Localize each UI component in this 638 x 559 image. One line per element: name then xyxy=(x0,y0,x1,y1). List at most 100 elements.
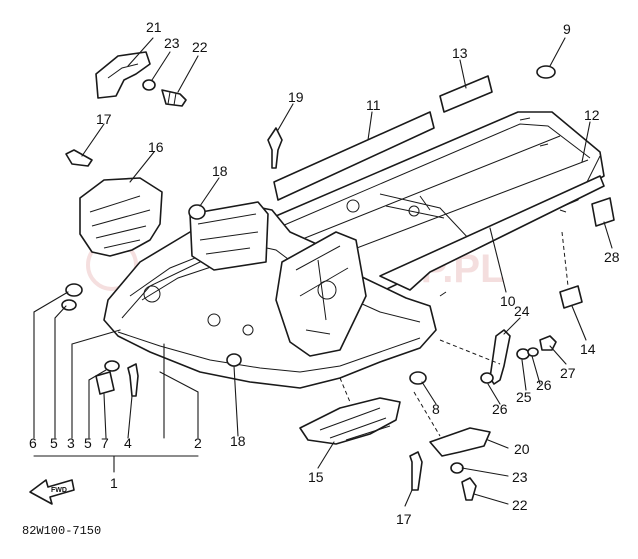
tower-boss xyxy=(317,280,337,300)
leader-17b xyxy=(404,489,413,507)
label-7: 7 xyxy=(101,435,109,451)
label-13: 13 xyxy=(452,45,468,61)
cradle-inner-line xyxy=(121,243,421,323)
callouts: 21 23 22 9 13 11 12 19 17 16 18 28 10 24… xyxy=(29,19,620,527)
fwd-arrow: FWD xyxy=(29,479,75,505)
deck-inner-edge xyxy=(281,123,591,227)
leader-lines xyxy=(33,37,613,507)
leader-12 xyxy=(581,121,591,163)
label-21: 21 xyxy=(146,19,162,35)
leader-3 xyxy=(71,329,121,439)
label-5-right: 5 xyxy=(84,435,92,451)
leader-25 xyxy=(521,359,527,391)
upright-detail xyxy=(197,213,259,255)
label-25: 25 xyxy=(516,389,532,405)
part-26-washer-1 xyxy=(480,372,494,384)
part-5b-collar xyxy=(104,360,120,372)
label-6: 6 xyxy=(29,435,37,451)
leader-10 xyxy=(489,227,507,293)
fwd-arrow-label: FWD xyxy=(51,487,67,494)
label-23-low: 23 xyxy=(512,469,528,485)
leader-20 xyxy=(487,439,509,449)
part-27-bolt xyxy=(539,335,557,351)
label-4: 4 xyxy=(124,435,132,451)
dash-to-20 xyxy=(413,391,441,437)
label-16: 16 xyxy=(148,139,164,155)
label-17-top: 17 xyxy=(96,111,112,127)
label-18-top: 18 xyxy=(212,163,228,179)
part-9-grommet xyxy=(536,65,556,79)
diagram-code: 82W100-7150 xyxy=(22,524,101,538)
part-17-bolt-low xyxy=(409,451,423,491)
deck-boss-2 xyxy=(408,205,420,217)
leader-11 xyxy=(367,111,373,141)
label-22-low: 22 xyxy=(512,497,528,513)
leader-26a xyxy=(487,383,501,405)
label-2: 2 xyxy=(194,435,202,451)
part-7-damper xyxy=(95,371,115,395)
frame-central-tower xyxy=(275,231,367,357)
leader-24 xyxy=(503,317,521,335)
deck-crossbar xyxy=(379,193,471,241)
leader-8 xyxy=(421,381,437,405)
part-18-grommet-top xyxy=(188,204,206,220)
part-20-bracket xyxy=(429,427,491,457)
fwd-arrow-shape xyxy=(29,479,75,505)
part-5-collar xyxy=(61,299,77,311)
label-9: 9 xyxy=(563,21,571,37)
cradle-boss-3 xyxy=(242,324,254,336)
part-28-cap xyxy=(591,197,615,227)
part-19-pin xyxy=(267,127,283,169)
leader-18a xyxy=(199,177,220,207)
part-15-undercover xyxy=(299,397,401,445)
part-15-ribs xyxy=(319,407,391,441)
leader-5b xyxy=(88,369,107,439)
label-27: 27 xyxy=(560,365,576,381)
cradle-boss-1 xyxy=(143,285,161,303)
label-28: 28 xyxy=(604,249,620,265)
leader-15 xyxy=(317,441,335,469)
label-19: 19 xyxy=(288,89,304,105)
part-4-bolt xyxy=(127,363,139,397)
group-bracket-1 xyxy=(33,455,199,473)
leader-26b xyxy=(531,355,541,385)
leader-22b xyxy=(473,493,509,505)
label-10: 10 xyxy=(500,293,516,309)
label-5-left: 5 xyxy=(50,435,58,451)
leader-16 xyxy=(129,151,155,183)
label-8: 8 xyxy=(432,401,440,417)
part-21-bracket xyxy=(95,51,151,99)
part-6-cap xyxy=(65,283,83,297)
leader-7 xyxy=(103,393,107,439)
leader-9 xyxy=(549,37,566,67)
label-22-top: 22 xyxy=(192,39,208,55)
label-23-top: 23 xyxy=(164,35,180,51)
part-18-grommet-low xyxy=(226,353,242,367)
part-21-edge xyxy=(107,63,139,79)
leader-2 xyxy=(159,371,199,439)
leader-21 xyxy=(127,37,154,67)
part-8-grommet xyxy=(409,371,427,385)
part-11-decal xyxy=(273,111,435,201)
part-26-washer-2 xyxy=(527,347,539,357)
leader-14 xyxy=(571,305,587,341)
part-25-collar xyxy=(516,348,530,360)
label-14: 14 xyxy=(580,341,596,357)
leader-4 xyxy=(127,395,133,439)
frame xyxy=(103,111,605,389)
part-22-thread xyxy=(167,91,177,106)
leader-17a xyxy=(81,123,105,157)
label-18-low: 18 xyxy=(230,433,246,449)
leader-28 xyxy=(603,221,613,249)
label-12: 12 xyxy=(584,107,600,123)
label-26-left: 26 xyxy=(492,401,508,417)
cradle-boss-2 xyxy=(207,313,221,327)
label-17-low: 17 xyxy=(396,511,412,527)
deck-boss xyxy=(346,199,360,213)
leader-5a xyxy=(54,305,67,439)
label-24: 24 xyxy=(514,303,530,319)
part-23-washer-low xyxy=(450,462,464,474)
part-23-washer-top xyxy=(142,79,156,91)
label-3: 3 xyxy=(67,435,75,451)
leader-18b xyxy=(233,365,239,437)
